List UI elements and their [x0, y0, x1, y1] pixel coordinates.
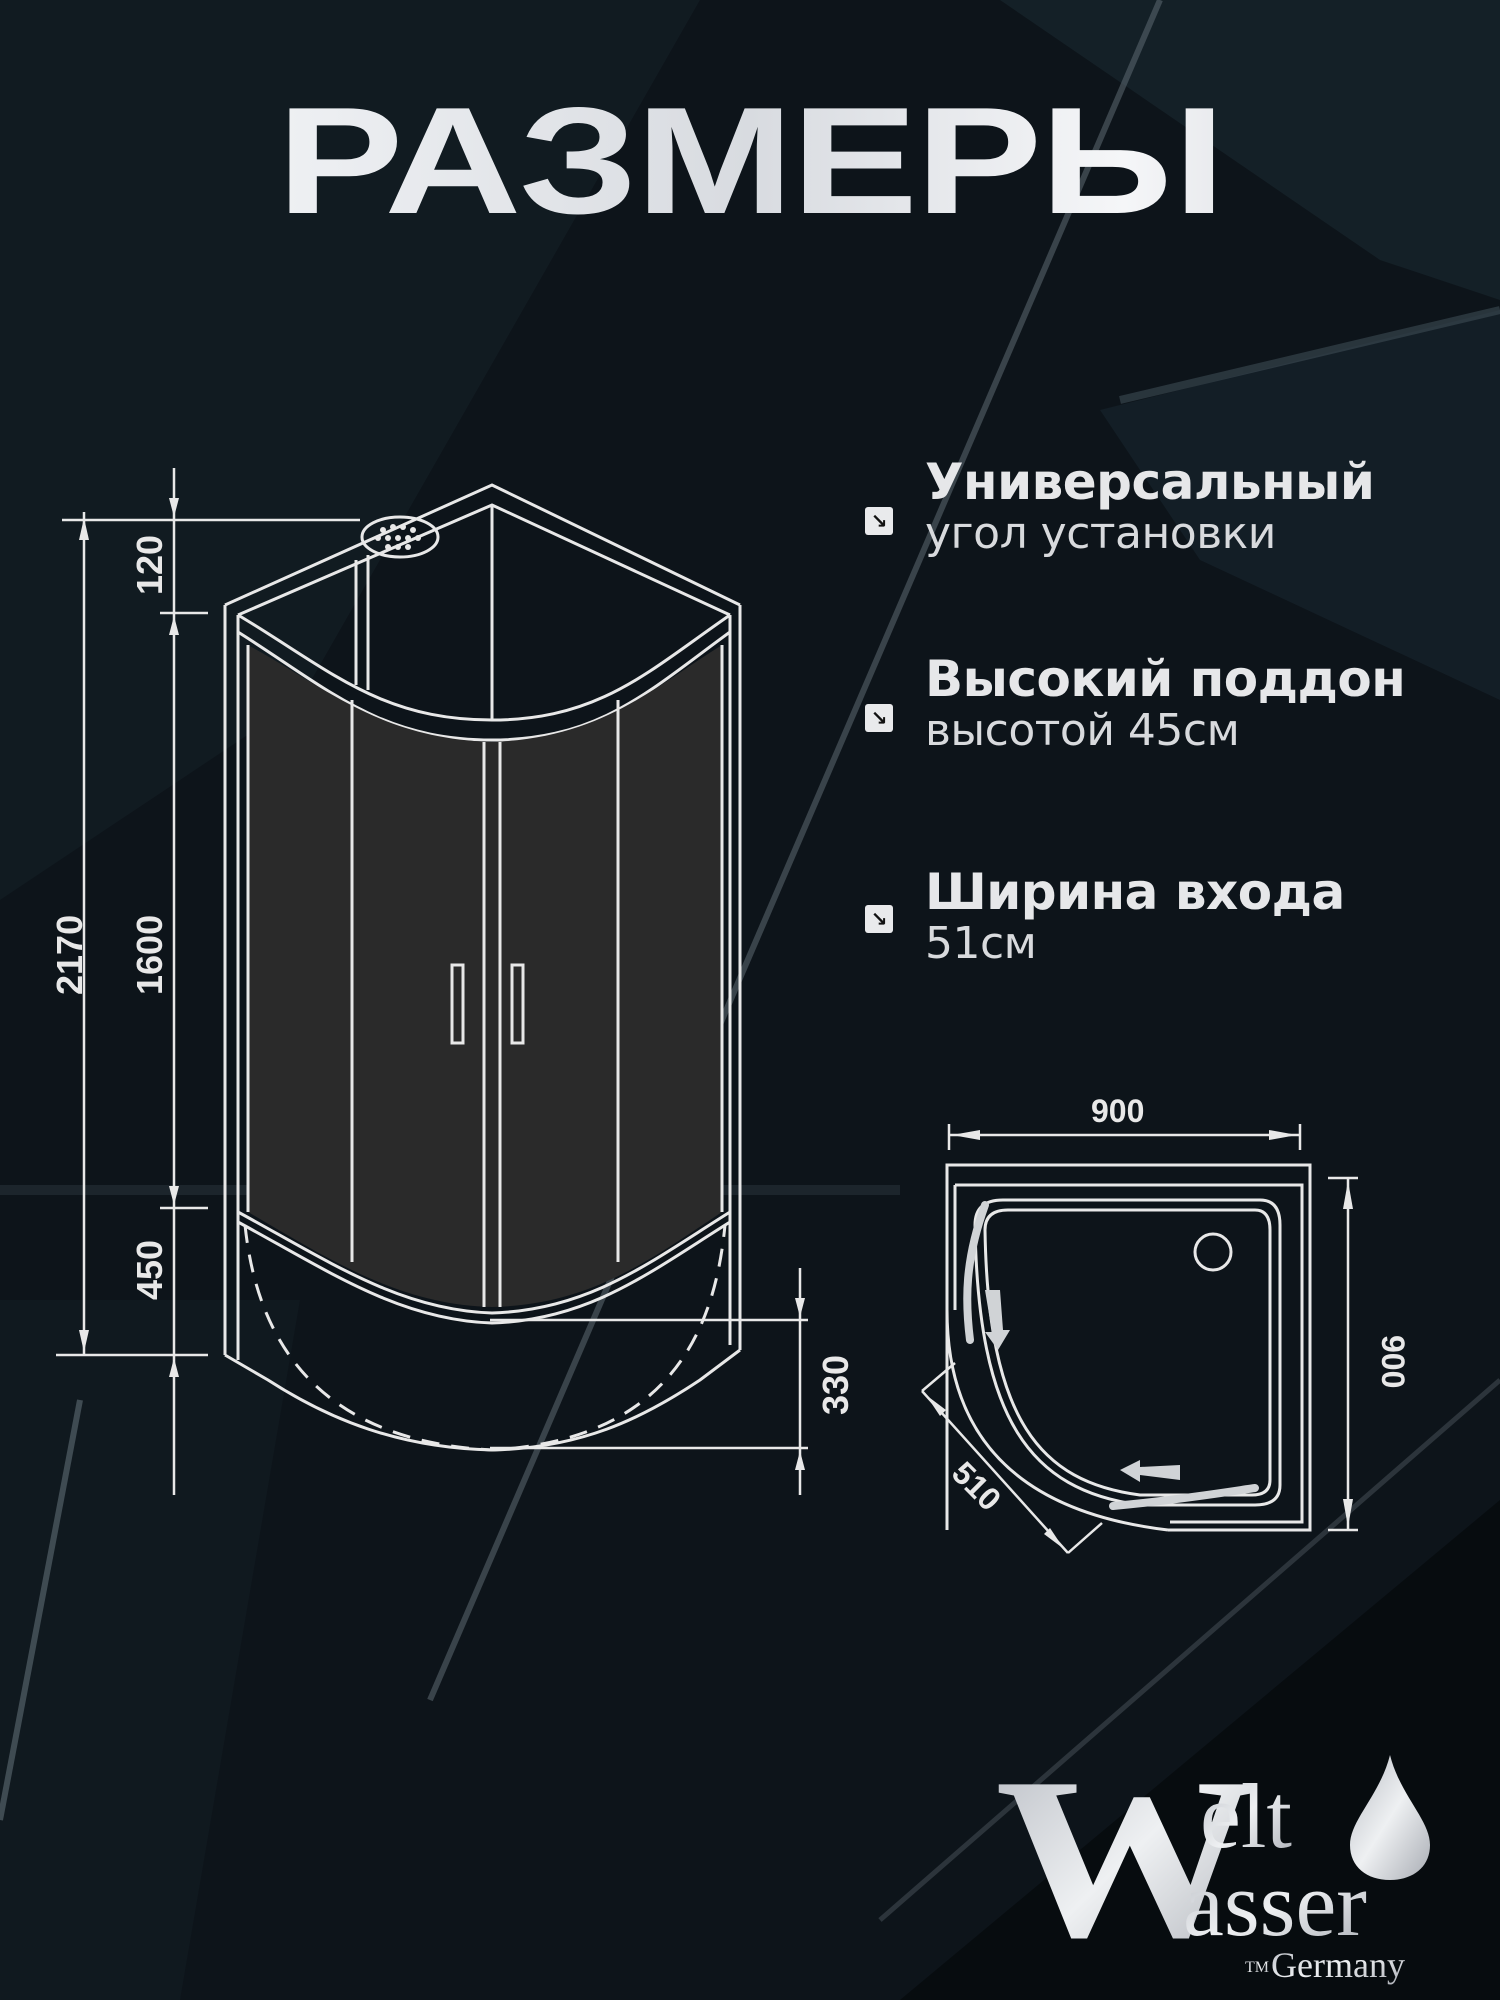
logo-w: W	[995, 1735, 1259, 1985]
feature-subtitle: угол установки	[925, 508, 1276, 559]
feature-heading: Высокий поддон	[925, 650, 1406, 708]
water-drop-icon	[1350, 1755, 1430, 1880]
dim-tray-depth: 330	[815, 1355, 856, 1415]
page-title: РАЗМЕРЫ	[0, 85, 1500, 237]
logo-country: Germany	[1271, 1945, 1405, 1985]
logo-tm: TM	[1245, 1959, 1269, 1976]
arrow-down-right-icon: ↘	[865, 905, 893, 933]
dim-total-height: 2170	[49, 915, 90, 995]
logo-asser: asser	[1183, 1853, 1367, 1955]
feature-item: ↘ Универсальный угол установки	[865, 453, 1375, 559]
feature-subtitle: 51см	[925, 918, 1037, 969]
feature-item: ↘ Высокий поддон высотой 45см	[865, 650, 1406, 756]
arrow-down-right-icon: ↘	[865, 704, 893, 732]
logo-elt: elt	[1200, 1765, 1292, 1867]
front-view-drawing: 2170 120 1600 450 330	[49, 468, 856, 1495]
feature-item: ↘ Ширина входа 51см	[865, 865, 1345, 969]
feature-subtitle: высотой 45см	[925, 705, 1240, 756]
brand-logo: W elt asser TM Germany	[995, 1735, 1430, 1985]
feature-heading: Ширина входа	[925, 863, 1345, 921]
dim-glass-height: 1600	[129, 915, 170, 995]
feature-heading: Универсальный	[925, 453, 1375, 511]
arrow-down-right-icon: ↘	[865, 507, 893, 535]
dim-top-offset: 120	[129, 535, 170, 595]
dim-tray-height: 450	[129, 1240, 170, 1300]
